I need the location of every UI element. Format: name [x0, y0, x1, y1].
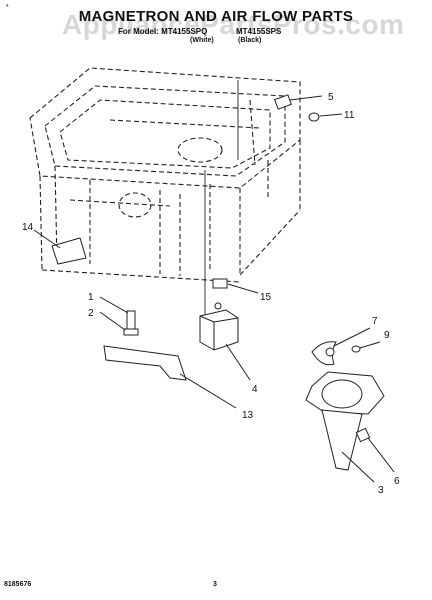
model-left: For Model: MT4155SPQ: [118, 27, 208, 36]
part-13-duct: [103, 345, 237, 409]
callout-7: 7: [372, 316, 378, 327]
color-left: (White): [190, 37, 214, 44]
callout-3: 3: [378, 485, 384, 496]
footer-part-number: 8185676: [4, 581, 32, 588]
callout-5: 5: [328, 92, 334, 103]
part-14-pad: [33, 229, 87, 265]
callout-11: 11: [344, 110, 355, 121]
callout-numbers: 1 2 3 4 5 6 7 9 11 13 14 15: [22, 92, 400, 496]
callout-4: 4: [252, 384, 258, 395]
part-4-magnetron: [199, 302, 251, 381]
callout-9: 9: [384, 330, 390, 341]
part-1-2-thermostat: [99, 296, 139, 336]
callout-1: 1: [88, 292, 94, 303]
part-5-bracket: [274, 94, 323, 110]
color-right: (Black): [238, 37, 262, 44]
page-title: MAGNETRON AND AIR FLOW PARTS: [78, 8, 354, 25]
callout-2: 2: [88, 308, 94, 319]
callout-6: 6: [394, 476, 400, 487]
part-15-block: [212, 278, 259, 294]
corner-mark: *: [6, 4, 9, 11]
callout-14: 14: [22, 222, 34, 233]
callout-13: 13: [242, 410, 254, 421]
model-right: MT4155SPS: [236, 27, 282, 36]
callout-15: 15: [260, 292, 272, 303]
part-11-screw: [308, 112, 343, 122]
watermark: AppliancePartsPros.com: [62, 9, 405, 40]
footer-page-number: 3: [213, 581, 217, 588]
lead-lines: [204, 80, 239, 320]
cabinet-outline: [29, 67, 301, 283]
fan-assembly: [305, 327, 395, 483]
